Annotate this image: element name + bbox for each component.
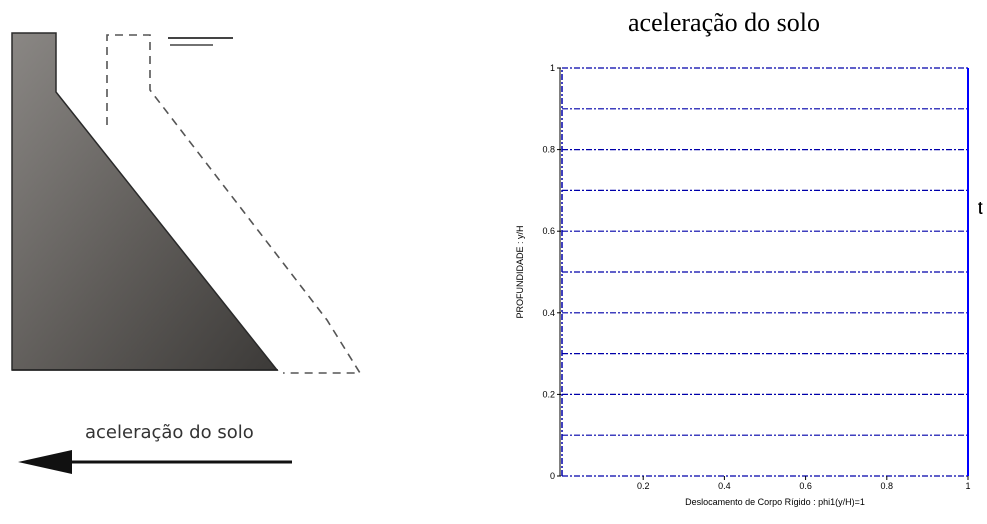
y-tick-label: 1 [550, 63, 555, 73]
edge-glyph: ʈ [978, 198, 983, 214]
x-ticks: 0.2 0.4 0.6 0.8 1 [637, 476, 971, 491]
y-tick-label: 0.6 [542, 226, 555, 236]
grid-lines [561, 67, 968, 477]
x-tick-label: 0.8 [881, 481, 894, 491]
y-tick-label: 0.2 [542, 389, 555, 399]
acceleration-arrow-head [18, 450, 72, 474]
y-ticks: 0 0.2 0.4 0.6 0.8 1 [542, 63, 561, 481]
x-tick-label: 0.6 [799, 481, 812, 491]
dam-figure [11, 32, 362, 474]
displaced-dam-outline [106, 34, 362, 374]
x-tick-label: 0.2 [637, 481, 650, 491]
x-axis-label: Deslocamento de Corpo Rígido : phi1(y/H)… [685, 497, 865, 507]
y-tick-label: 0 [550, 471, 555, 481]
x-tick-label: 0.4 [718, 481, 731, 491]
acceleration-caption: aceleração do solo [85, 422, 254, 443]
dam-body [11, 32, 279, 371]
x-tick-label: 1 [965, 481, 970, 491]
y-axis-label: PROFUNDIDADE : y/H [515, 225, 525, 318]
y-tick-label: 0.8 [542, 145, 555, 155]
depth-chart: 0 0.2 0.4 0.6 0.8 1 0.2 0.4 0.6 0.8 1 PROFUNDIDAD… [515, 63, 971, 507]
y-tick-label: 0.4 [542, 308, 555, 318]
chart-title: aceleração do solo [628, 8, 821, 37]
